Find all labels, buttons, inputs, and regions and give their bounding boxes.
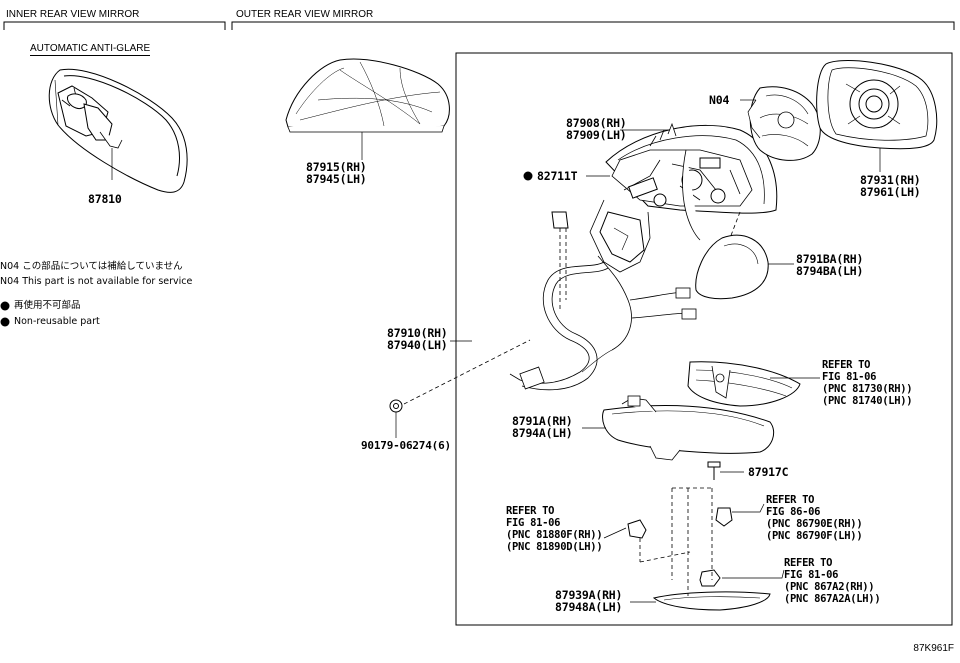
lower-cover-drawing — [695, 234, 794, 300]
bottom-cover-drawing — [630, 569, 771, 611]
clip-82711-drawing — [551, 211, 569, 229]
outer-mirror-header: OUTER REAR VIEW MIRROR — [236, 9, 374, 20]
nonreuse-bullet-ja — [0, 301, 10, 311]
nonreuse-note-ja: 再使用不可部品 — [14, 300, 81, 311]
leader-lines — [450, 99, 820, 429]
part-87917[interactable]: 87917C — [748, 465, 789, 479]
bulb-socket-drawing — [603, 503, 785, 579]
n04-note-ja: N04 この部品については補給していません — [0, 261, 183, 272]
assembly-frame — [455, 52, 953, 626]
refer-fig-81-06-socket[interactable]: REFER TO FIG 81-06 (PNC 81880F(RH)) (PNC… — [506, 505, 603, 553]
nonreuse-marker-82711 — [523, 171, 533, 181]
refer-fig-81-06-lamp[interactable]: REFER TO FIG 81-06 (PNC 867A2(RH)) (PNC … — [784, 557, 881, 605]
part-87910[interactable]: 87910(RH) 87940(LH) — [387, 326, 448, 352]
n04-note-en: N04 This part is not available for servi… — [0, 276, 193, 287]
inner-section-bracket — [3, 21, 226, 30]
wire-harness-drawing — [509, 255, 697, 391]
assembly-guides — [403, 211, 741, 596]
part-87908[interactable]: 87908(RH) 87909(LH) — [566, 116, 627, 142]
turn-signal-drawing — [687, 361, 801, 407]
mirror-base-drawing — [589, 122, 778, 273]
screw-drawing — [707, 461, 744, 480]
refer-fig-86-06[interactable]: REFER TO FIG 86-06 (PNC 86790E(RH)) (PNC… — [766, 494, 863, 542]
nonreuse-note-en: Non-reusable part — [14, 316, 100, 327]
outer-section-bracket — [231, 21, 955, 30]
housing-drawing — [602, 395, 775, 461]
inner-mirror-header: INNER REAR VIEW MIRROR — [6, 9, 140, 20]
figure-id: 87K961F — [913, 643, 954, 654]
mirror-glass-drawing — [816, 60, 938, 172]
nut-drawing — [389, 399, 403, 438]
part-87939[interactable]: 87939A(RH) 87948A(LH) — [555, 588, 623, 614]
part-82711[interactable]: 82711T — [537, 169, 578, 183]
part-87915[interactable]: 87915(RH) 87945(LH) — [306, 160, 367, 186]
part-N04[interactable]: N04 — [709, 93, 730, 107]
actuator-drawing — [747, 86, 821, 161]
part-87810[interactable]: 87810 — [88, 192, 122, 206]
part-87931[interactable]: 87931(RH) 87961(LH) — [860, 173, 921, 199]
part-90179[interactable]: 90179-06274(6) — [361, 439, 451, 452]
inner-mirror-drawing — [48, 68, 188, 193]
refer-fig-81-06-turn-signal[interactable]: REFER TO FIG 81-06 (PNC 81730(RH)) (PNC … — [822, 359, 913, 407]
anti-glare-label: AUTOMATIC ANTI-GLARE — [30, 43, 151, 56]
nonreuse-bullet-en — [0, 317, 10, 327]
part-8791BA[interactable]: 8791BA(RH) 8794BA(LH) — [796, 252, 864, 278]
mirror-cap-drawing — [285, 58, 450, 160]
part-8791A[interactable]: 8791A(RH) 8794A(LH) — [512, 414, 573, 440]
